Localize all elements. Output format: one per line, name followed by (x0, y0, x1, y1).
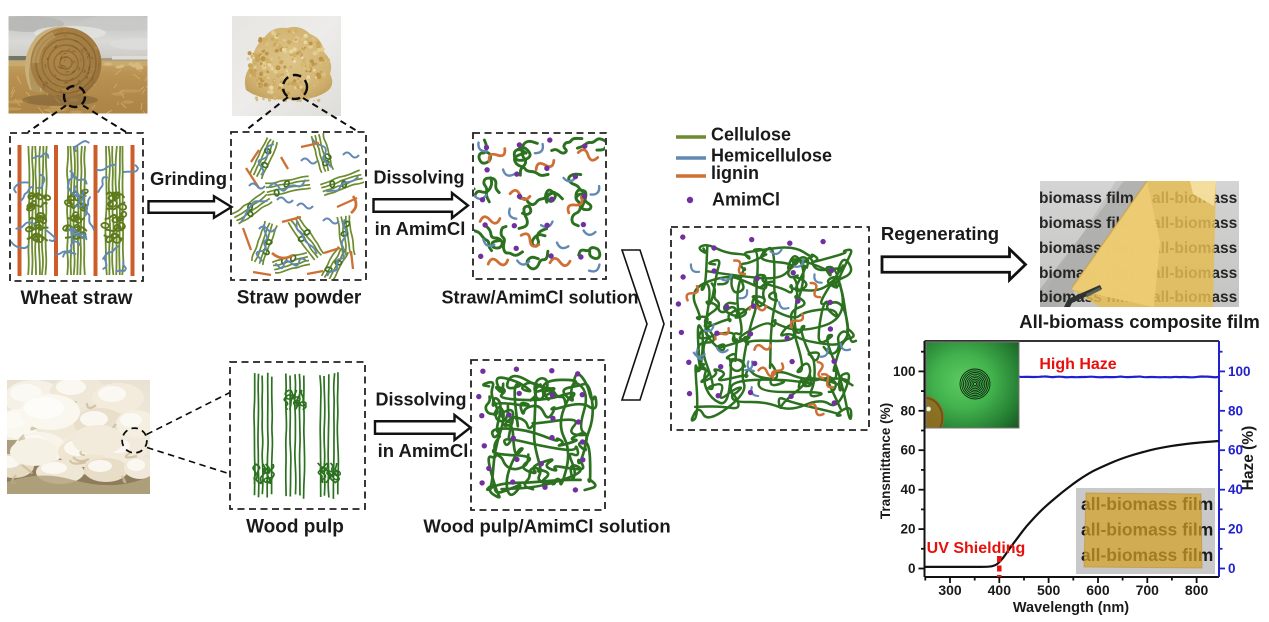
svg-text:80: 80 (900, 403, 915, 418)
svg-text:20: 20 (900, 522, 915, 537)
svg-text:Straw/AmimCl solution: Straw/AmimCl solution (441, 288, 638, 308)
svg-text:in AmimCl: in AmimCl (375, 218, 466, 239)
svg-text:Wheat straw: Wheat straw (21, 288, 133, 309)
svg-text:600: 600 (1086, 582, 1110, 598)
svg-text:40: 40 (1228, 482, 1243, 497)
svg-text:Straw powder: Straw powder (237, 288, 362, 309)
svg-text:700: 700 (1136, 582, 1160, 598)
svg-text:AmimCl: AmimCl (712, 190, 780, 210)
svg-text:20: 20 (1228, 522, 1243, 537)
svg-text:0: 0 (1228, 561, 1236, 576)
svg-text:in AmimCl: in AmimCl (378, 440, 469, 461)
svg-text:300: 300 (938, 582, 962, 598)
svg-text:biomass film: biomass film (1039, 215, 1134, 232)
svg-text:Dissolving: Dissolving (373, 168, 464, 188)
svg-text:biomass film: biomass film (1039, 190, 1134, 207)
svg-text:Cellulose: Cellulose (711, 125, 791, 145)
svg-text:lignin: lignin (711, 163, 759, 183)
svg-text:All-biomass composite film: All-biomass composite film (1019, 311, 1260, 332)
svg-text:0: 0 (908, 561, 916, 576)
svg-text:Dissolving: Dissolving (375, 390, 466, 410)
svg-text:UV Shielding: UV Shielding (927, 540, 1026, 557)
svg-text:40: 40 (900, 482, 915, 497)
svg-text:500: 500 (1037, 582, 1061, 598)
svg-text:Transmittance (%): Transmittance (%) (878, 403, 893, 519)
svg-text:400: 400 (988, 582, 1012, 598)
svg-text:Haze (%): Haze (%) (1240, 426, 1257, 491)
svg-text:Regenerating: Regenerating (881, 223, 999, 244)
svg-text:High Haze: High Haze (1039, 356, 1116, 373)
svg-text:60: 60 (900, 443, 915, 458)
svg-text:100: 100 (893, 364, 916, 379)
svg-text:Wood pulp: Wood pulp (246, 517, 344, 538)
svg-text:800: 800 (1185, 582, 1209, 598)
svg-text:100: 100 (1228, 364, 1251, 379)
svg-text:80: 80 (1228, 403, 1243, 418)
svg-text:Grinding: Grinding (150, 168, 227, 189)
svg-text:Wood pulp/AmimCl solution: Wood pulp/AmimCl solution (423, 516, 670, 537)
svg-text:Hemicellulose: Hemicellulose (711, 146, 832, 166)
svg-text:60: 60 (1228, 443, 1243, 458)
svg-text:Wavelength (nm): Wavelength (nm) (1013, 600, 1129, 616)
